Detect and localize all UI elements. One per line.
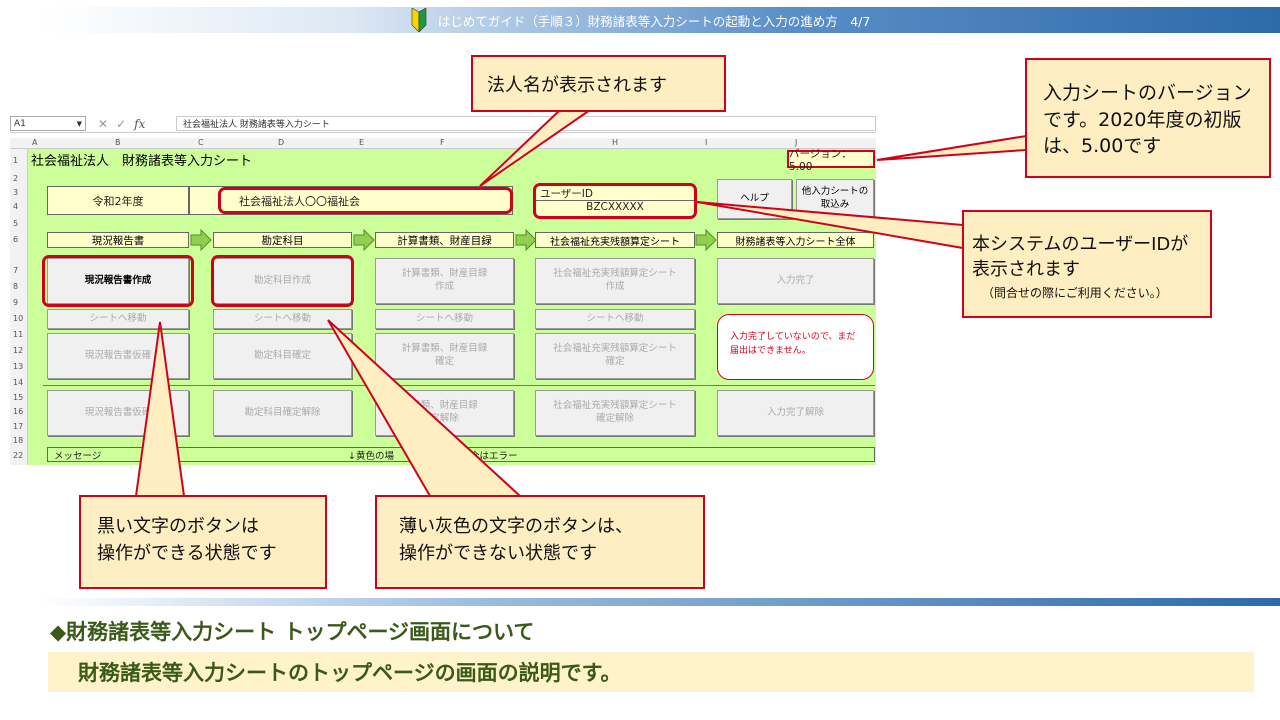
- callout-user-id-text: 本システムのユーザーIDが表示されます: [972, 234, 1189, 281]
- check-icon[interactable]: ✓: [116, 116, 127, 131]
- column-header[interactable]: I: [705, 138, 708, 147]
- row-header[interactable]: 12: [13, 346, 24, 355]
- confirm-surplus-sheet-button[interactable]: 社会福祉充実残額算定シート 確定: [535, 333, 695, 379]
- callout-pointer: [876, 134, 1027, 161]
- section-heading: ◆財務諸表等入力シート トップページ画面について: [50, 620, 535, 644]
- row-headers: 1 2 3 4 5 6 7 8 9 10 11 12 13 14 15 16 1…: [10, 149, 28, 465]
- row-header[interactable]: 7: [13, 266, 19, 275]
- beginner-mark-icon: [411, 8, 426, 32]
- row-header[interactable]: 16: [13, 407, 24, 416]
- column-header[interactable]: F: [440, 138, 445, 147]
- sheet-title: 社会福祉法人 財務諸表等入力シート: [31, 154, 253, 169]
- row-header[interactable]: 13: [13, 362, 24, 371]
- column-header[interactable]: C: [198, 138, 204, 147]
- row-header[interactable]: 6: [13, 235, 19, 244]
- row-header[interactable]: 14: [13, 378, 24, 387]
- row-header[interactable]: 1: [13, 156, 19, 165]
- callout-version: 入力シートのバージョンです。2020年度の初版は、5.00です: [1025, 58, 1271, 178]
- row-header[interactable]: 22: [13, 451, 24, 460]
- release-input-complete-button[interactable]: 入力完了解除: [717, 390, 874, 436]
- header-title-bar: はじめてガイド（手順３）財務諸表等入力シートの起動と入力の進め方 4/7: [0, 7, 1280, 33]
- import-sheet-button[interactable]: 他入力シートの 取込み: [796, 179, 874, 219]
- name-box-value: A1: [14, 118, 26, 129]
- user-id-cell: ユーザーID BZCXXXXX: [533, 183, 697, 219]
- goto-sheet-button[interactable]: シートへ移動: [213, 309, 352, 329]
- arrow-right-icon: [353, 229, 375, 251]
- goto-sheet-button[interactable]: シートへ移動: [47, 309, 189, 329]
- formula-icons: ✕ ✓ fx: [86, 117, 176, 131]
- row-header[interactable]: 9: [13, 298, 19, 307]
- user-id-label: ユーザーID: [536, 186, 694, 201]
- cancel-icon[interactable]: ✕: [98, 116, 109, 131]
- step-header: 勘定科目: [213, 232, 352, 248]
- arrow-right-icon: [515, 229, 537, 251]
- column-header[interactable]: A: [32, 138, 38, 147]
- create-account-button[interactable]: 勘定科目作成: [213, 258, 352, 304]
- confirm-account-button[interactable]: 勘定科目確定: [213, 333, 352, 379]
- column-header[interactable]: E: [359, 138, 365, 147]
- divider: [43, 385, 875, 386]
- section-description: 財務諸表等入力シートのトップページの画面の説明です。: [48, 652, 1254, 692]
- highlight-disabled-button: [211, 255, 354, 307]
- column-header[interactable]: H: [612, 138, 619, 147]
- release-surplus-sheet-button[interactable]: 社会福祉充実残額算定シート 確定解除: [535, 390, 695, 436]
- arrow-right-icon: [190, 229, 212, 251]
- row-header[interactable]: 5: [13, 219, 19, 228]
- input-complete-button[interactable]: 入力完了: [717, 258, 874, 304]
- confirm-financial-statements-button[interactable]: 計算書類、財産目録 確定: [375, 333, 514, 379]
- create-surplus-sheet-button[interactable]: 社会福祉充実残額算定シート 作成: [535, 258, 695, 304]
- release-financial-statements-button[interactable]: 書類、財産目録 定解除: [375, 390, 514, 436]
- step-header: 計算書類、財産目録: [375, 232, 514, 248]
- corp-name-cell: 社会福祉法人〇〇福祉会: [218, 187, 513, 214]
- chevron-down-icon: ▼: [76, 119, 82, 128]
- step-header: 財務諸表等入力シート全体: [717, 232, 874, 248]
- row-header[interactable]: 11: [13, 330, 24, 339]
- goto-sheet-button[interactable]: シートへ移動: [375, 309, 514, 329]
- callout-user-id: 本システムのユーザーIDが表示されます （問合せの際にご利用ください。）: [962, 210, 1212, 318]
- message-label: メッセージ: [54, 450, 102, 462]
- confirm-status-report-button[interactable]: 現況報告書仮確: [47, 333, 189, 379]
- row-header[interactable]: 4: [13, 202, 19, 211]
- row-header[interactable]: 2: [13, 174, 19, 183]
- release-status-report-button[interactable]: 現況報告書仮確: [47, 390, 189, 436]
- callout-corp-name: 法人名が表示されます: [471, 55, 726, 112]
- name-box[interactable]: A1 ▼: [10, 116, 86, 131]
- create-financial-statements-button[interactable]: 計算書類、財産目録 作成: [375, 258, 514, 304]
- fiscal-year-cell: 令和2年度: [47, 186, 189, 215]
- arrow-right-icon: [695, 229, 717, 251]
- message-text: ↓黄色の場 色の場合はエラー: [348, 450, 518, 462]
- callout-user-id-note: （問合せの際にご利用ください。）: [982, 286, 1168, 301]
- row-header[interactable]: 17: [13, 422, 24, 431]
- column-header[interactable]: J: [795, 138, 798, 147]
- step-header: 現況報告書: [47, 232, 189, 248]
- goto-sheet-button[interactable]: シートへ移動: [535, 309, 695, 329]
- release-account-button[interactable]: 勘定科目確定解除: [213, 390, 352, 436]
- formula-bar: A1 ▼ ✕ ✓ fx 社会福祉法人 財務諸表等入力シート: [10, 115, 876, 133]
- help-button[interactable]: ヘルプ: [717, 179, 792, 219]
- row-header[interactable]: 10: [13, 314, 24, 323]
- bottom-divider: [40, 598, 1280, 606]
- formula-input[interactable]: 社会福祉法人 財務諸表等入力シート: [176, 116, 876, 131]
- warning-message: 入力完了していないので、まだ届出はできません。: [717, 314, 874, 380]
- fx-icon[interactable]: fx: [134, 116, 146, 131]
- callout-gray-text: 薄い灰色の文字のボタンは、 操作ができない状態です: [375, 495, 705, 589]
- create-status-report-button[interactable]: 現況報告書作成: [47, 258, 189, 304]
- header-banner: [40, 7, 1280, 33]
- version-display: バージョン：5.00: [787, 148, 875, 173]
- column-header[interactable]: D: [278, 138, 285, 147]
- row-header[interactable]: 15: [13, 393, 24, 402]
- column-headers: A B C D E F G H I J: [10, 138, 876, 149]
- column-header[interactable]: B: [115, 138, 121, 147]
- header-title: はじめてガイド（手順３）財務諸表等入力シートの起動と入力の進め方 4/7: [437, 13, 871, 29]
- user-id-value: BZCXXXXX: [586, 201, 644, 213]
- row-header[interactable]: 18: [13, 436, 24, 445]
- message-bar: メッセージ ↓黄色の場 色の場合はエラー: [47, 447, 875, 462]
- highlight-active-button: [42, 255, 194, 307]
- row-header[interactable]: 8: [13, 282, 19, 291]
- column-header[interactable]: G: [528, 138, 535, 147]
- step-header: 社会福祉充実残額算定シート: [535, 232, 695, 248]
- callout-black-text: 黒い文字のボタンは 操作ができる状態です: [79, 495, 327, 589]
- row-header[interactable]: 3: [13, 188, 19, 197]
